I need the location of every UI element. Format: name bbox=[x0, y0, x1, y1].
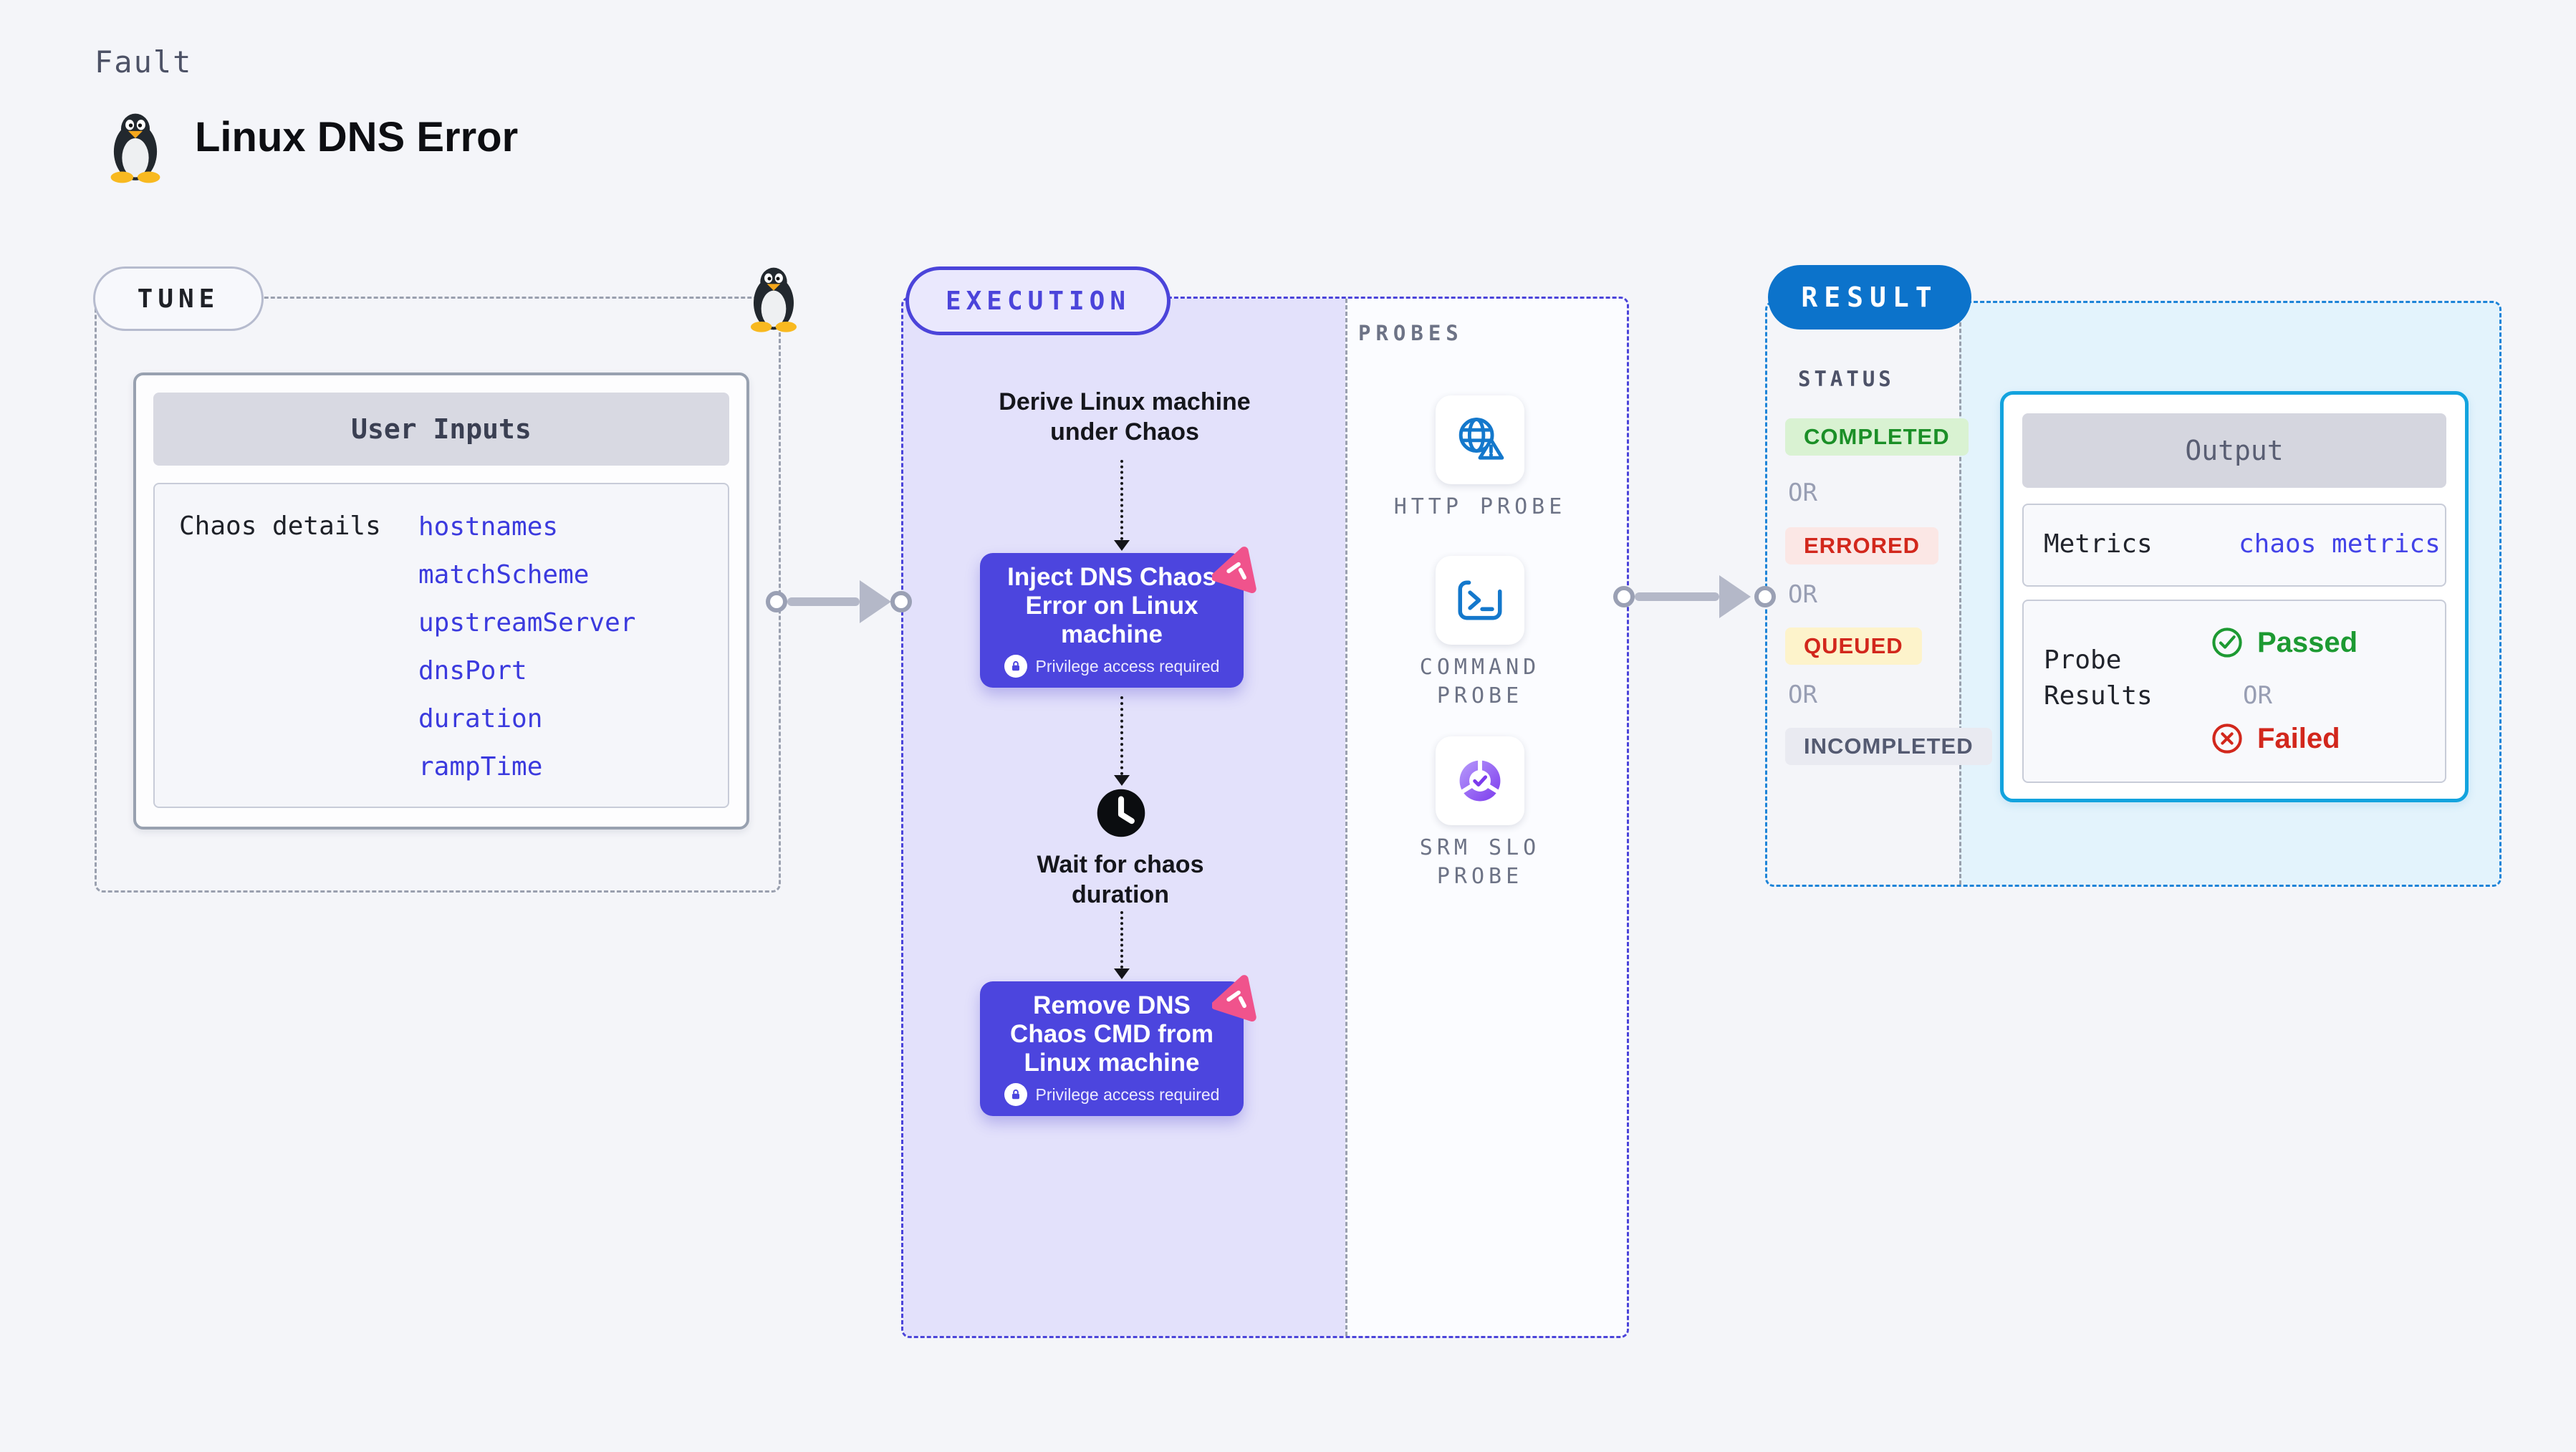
metrics-row: Metrics chaos metrics bbox=[2022, 504, 2446, 587]
srm-slo-probe-label: SRM SLO PROBE bbox=[1419, 835, 1541, 889]
user-inputs-card: User Inputs Chaos details hostnames matc… bbox=[133, 372, 749, 830]
dotted-arrow-head bbox=[1114, 968, 1130, 979]
input-dnsport: dnsPort bbox=[418, 656, 527, 686]
dotted-connector bbox=[1120, 911, 1123, 968]
failed-label: Failed bbox=[2257, 722, 2340, 754]
inject-node-label: Inject DNS Chaos Error on Linux machine bbox=[1007, 563, 1216, 648]
chaos-inputs-list: hostnames matchScheme upstreamServer dns… bbox=[418, 503, 635, 791]
flow-arrow-head bbox=[1719, 575, 1751, 618]
execution-pill: EXECUTION bbox=[905, 266, 1171, 335]
flow-arrow-line bbox=[787, 597, 860, 606]
http-probe-label: HTTP PROBE bbox=[1393, 494, 1567, 519]
privilege-row: Privilege access required bbox=[1004, 655, 1220, 678]
connector-dot bbox=[1613, 586, 1635, 607]
privilege-label: Privilege access required bbox=[1035, 1085, 1220, 1104]
input-ramptime: rampTime bbox=[418, 752, 543, 782]
remove-node-label: Remove DNS Chaos CMD from Linux machine bbox=[1010, 991, 1213, 1077]
command-probe-card bbox=[1436, 556, 1524, 645]
or-separator: OR bbox=[1788, 479, 1817, 507]
remove-chaos-node: Remove DNS Chaos CMD from Linux machine … bbox=[980, 981, 1244, 1116]
chaos-details-label: Chaos details bbox=[179, 511, 381, 541]
check-circle-icon bbox=[2212, 628, 2242, 658]
passed-label: Passed bbox=[2257, 626, 2358, 658]
wait-step-label: Wait for chaos duration bbox=[1037, 851, 1204, 908]
passed-result: Passed bbox=[2210, 625, 2358, 660]
or-separator: OR bbox=[2243, 681, 2272, 710]
user-inputs-header: User Inputs bbox=[153, 393, 729, 466]
lock-icon bbox=[1004, 655, 1027, 678]
derive-step-label: Derive Linux machine under Chaos bbox=[999, 388, 1251, 446]
privilege-row: Privilege access required bbox=[1004, 1083, 1220, 1106]
result-pill: RESULT bbox=[1768, 265, 1971, 330]
status-badge-queued: QUEUED bbox=[1785, 628, 1922, 665]
input-hostnames: hostnames bbox=[418, 512, 559, 542]
status-badge-completed: COMPLETED bbox=[1785, 418, 1969, 456]
flow-arrow-head bbox=[860, 580, 891, 623]
connector-dot bbox=[1754, 586, 1776, 607]
flow-arrow-line bbox=[1635, 592, 1719, 601]
slo-donut-icon bbox=[1459, 756, 1501, 802]
chaos-fault-badge-icon bbox=[1212, 975, 1256, 1021]
clock-icon bbox=[1097, 789, 1145, 837]
dotted-connector bbox=[1120, 696, 1123, 775]
srm-slo-probe-card bbox=[1436, 736, 1524, 825]
x-circle-icon bbox=[2212, 723, 2242, 754]
output-card: Output Metrics chaos metrics Probe Resul… bbox=[2000, 391, 2469, 802]
probe-results-label: Probe Results bbox=[2044, 645, 2153, 711]
dotted-arrow-head bbox=[1114, 775, 1130, 786]
privilege-label: Privilege access required bbox=[1035, 656, 1220, 675]
tune-pill: TUNE bbox=[93, 266, 264, 331]
connector-dot bbox=[766, 591, 787, 612]
fault-kind-label: Fault bbox=[95, 44, 193, 80]
or-separator: OR bbox=[1788, 580, 1817, 609]
lock-icon bbox=[1004, 1083, 1027, 1106]
status-badge-errored: ERRORED bbox=[1785, 527, 1939, 564]
user-inputs-body: Chaos details hostnames matchScheme upst… bbox=[153, 483, 729, 808]
failed-result: Failed bbox=[2210, 721, 2340, 756]
input-upstreamserver: upstreamServer bbox=[418, 608, 636, 638]
status-section-label: STATUS bbox=[1798, 367, 1895, 391]
inject-chaos-node: Inject DNS Chaos Error on Linux machine … bbox=[980, 553, 1244, 688]
linux-tux-icon bbox=[110, 113, 160, 183]
status-badge-incompleted: INCOMPLETED bbox=[1785, 728, 1992, 765]
probe-results-row: Probe Results Passed OR Failed bbox=[2022, 600, 2446, 783]
globe-alert-icon bbox=[1458, 418, 1504, 460]
page-title: Linux DNS Error bbox=[195, 114, 519, 160]
command-probe-label: COMMAND PROBE bbox=[1419, 655, 1541, 708]
output-card-header: Output bbox=[2022, 413, 2446, 488]
input-duration: duration bbox=[418, 704, 543, 734]
dotted-arrow-head bbox=[1114, 540, 1130, 551]
chaos-fault-badge-icon bbox=[1212, 547, 1256, 593]
http-probe-card bbox=[1436, 395, 1524, 484]
dotted-connector bbox=[1120, 460, 1123, 540]
probes-section-label: PROBES bbox=[1358, 321, 1464, 345]
linux-tux-icon-small bbox=[751, 267, 797, 332]
input-matchscheme: matchScheme bbox=[418, 560, 590, 590]
metrics-label: Metrics bbox=[2044, 529, 2153, 559]
connector-dot bbox=[890, 591, 912, 612]
or-separator: OR bbox=[1788, 681, 1817, 709]
terminal-icon bbox=[1458, 580, 1502, 620]
metrics-value-link: chaos metrics bbox=[2239, 529, 2441, 559]
